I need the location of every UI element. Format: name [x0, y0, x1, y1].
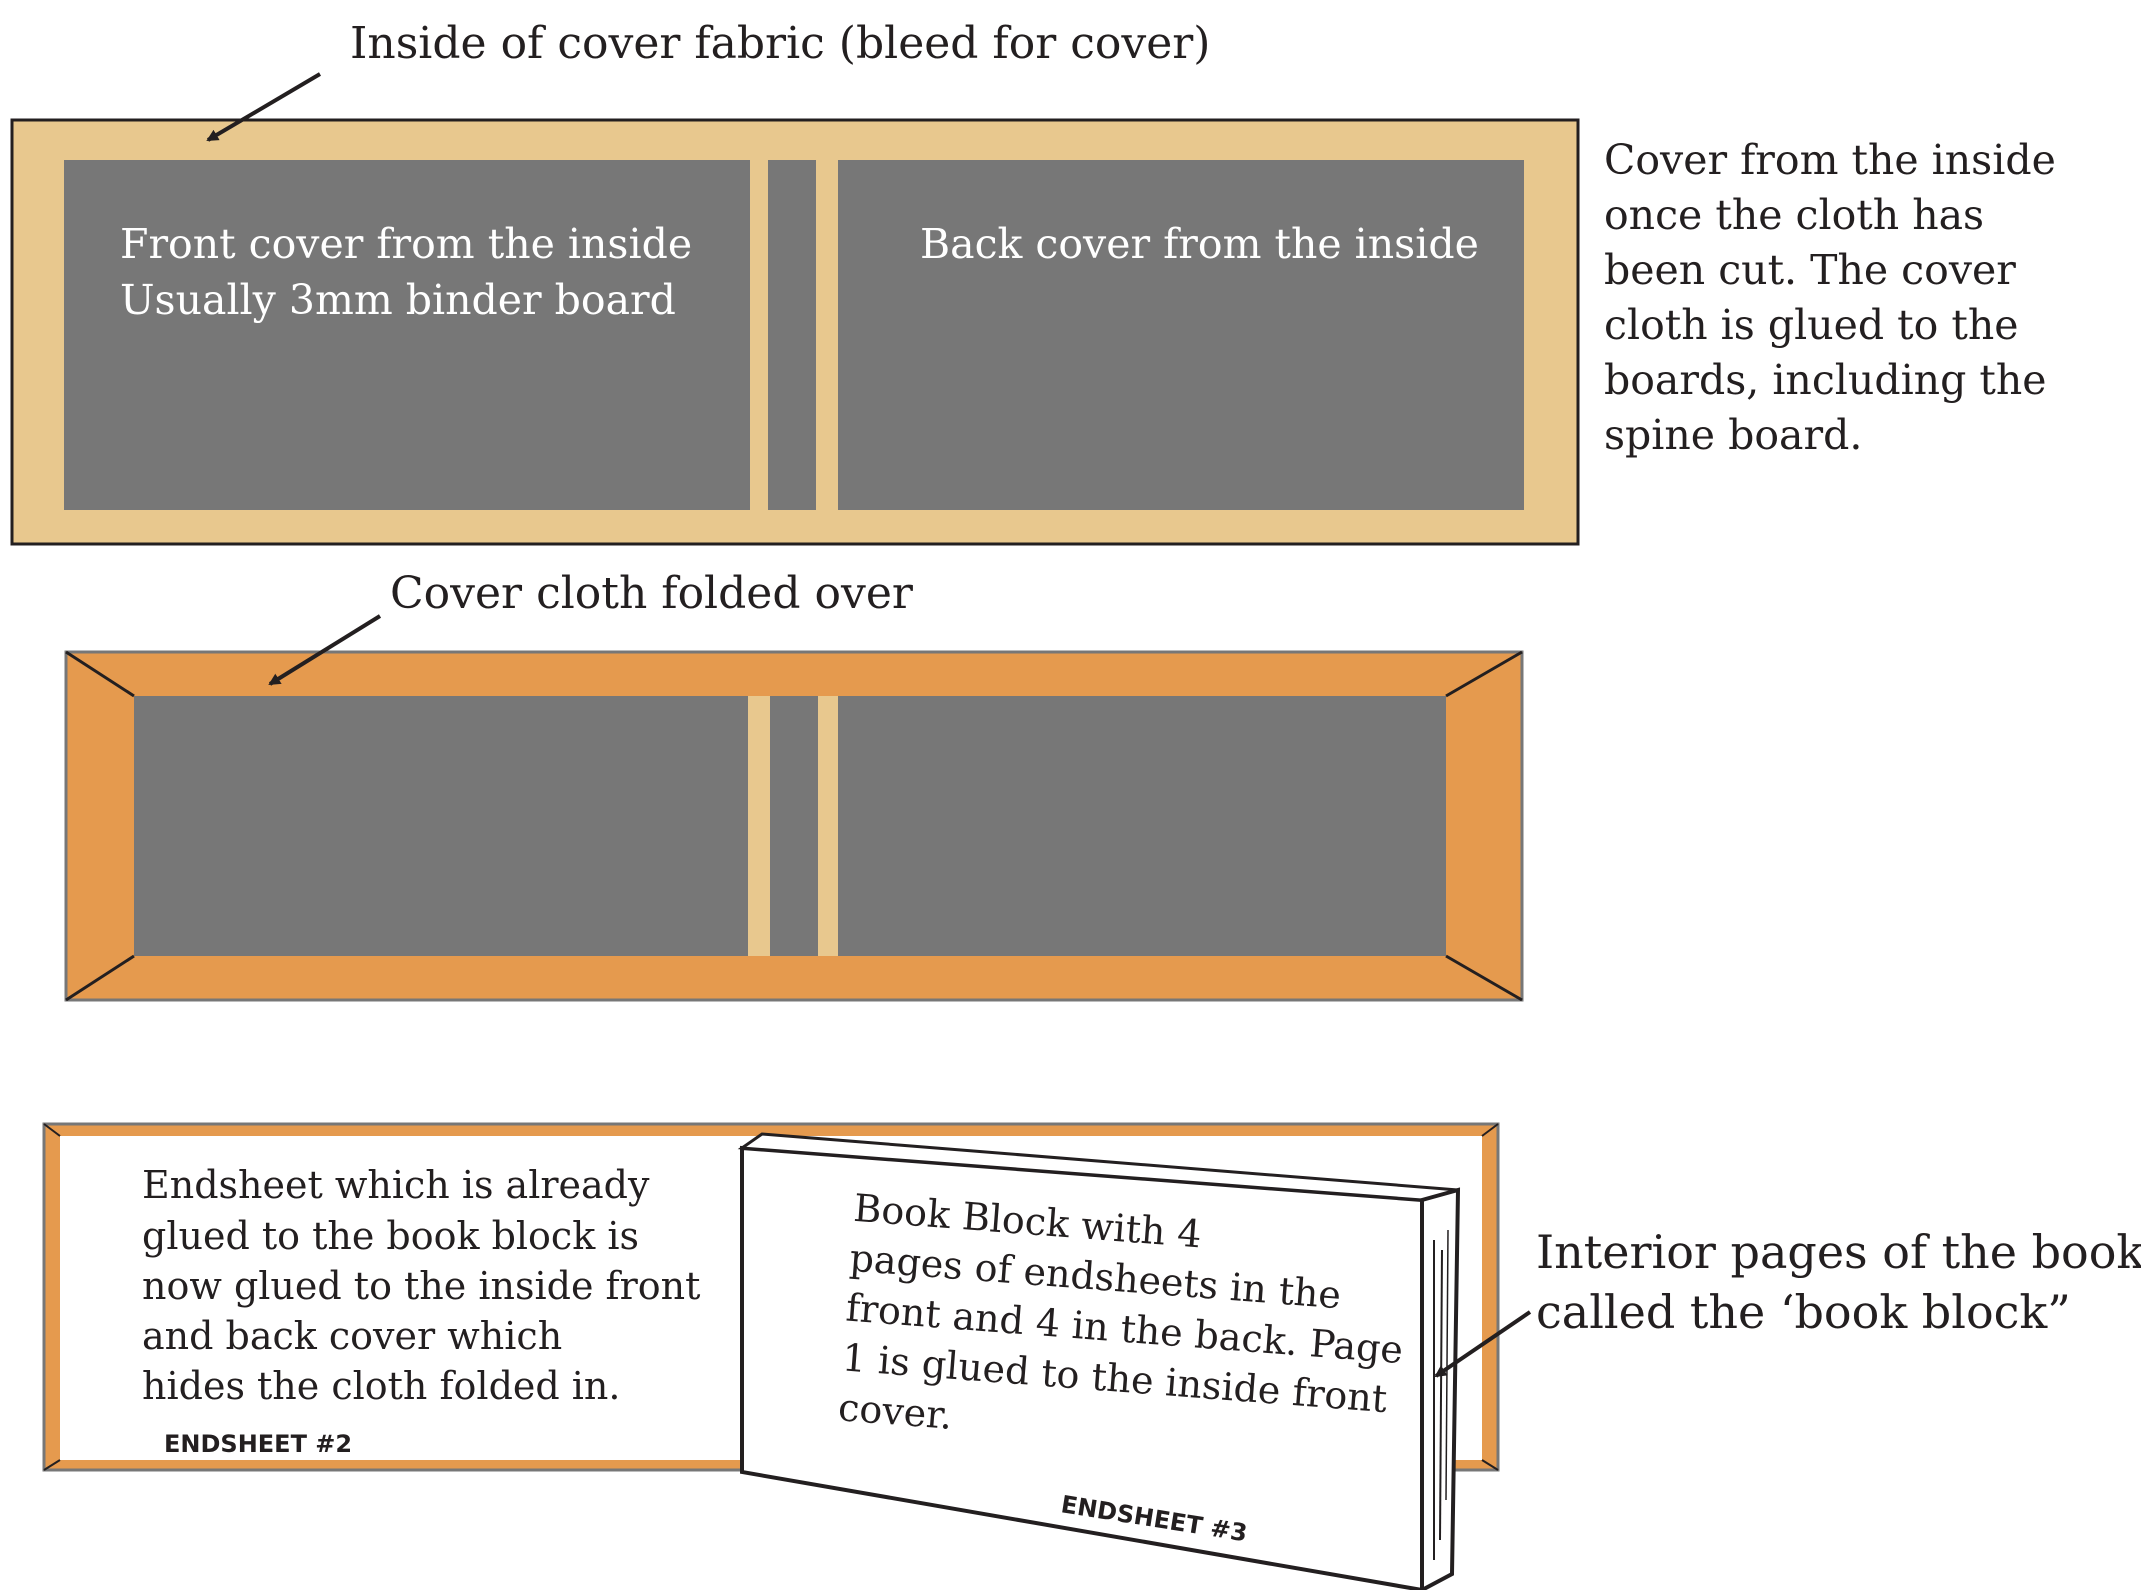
side-note-line: been cut. The cover: [1604, 246, 2016, 294]
interior-callout-line: Interior pages of the book: [1536, 1225, 2141, 1279]
front-cover-label: Front cover from the inside: [120, 220, 692, 268]
side-note: Cover from the inside once the cloth has…: [1604, 136, 2056, 459]
page-edge-line: [1439, 1249, 1443, 1541]
front-board-folded: [134, 696, 748, 956]
mitre-corner: [1445, 954, 1523, 1002]
spine-board-folded: [770, 696, 818, 956]
endsheet-text-line: hides the cloth folded in.: [142, 1364, 621, 1408]
side-note-line: once the cloth has: [1604, 191, 1984, 239]
back-cover-board: [838, 160, 1524, 510]
endsheet-text-line: now glued to the inside front: [142, 1264, 700, 1308]
side-note-line: cloth is glued to the: [1604, 301, 2019, 349]
mitre-corner: [43, 1123, 61, 1137]
side-note-line: spine board.: [1604, 411, 1862, 459]
interior-callout-line: called the ‘book block”: [1536, 1285, 2071, 1339]
panel-cloth-folded: Cover cloth folded over: [64, 568, 1524, 1002]
mitre-corner: [1445, 650, 1523, 698]
page-edge-line: [1445, 1229, 1449, 1501]
arrow-icon: [268, 614, 382, 686]
fabric-callout-label: Inside of cover fabric (bleed for cover): [350, 18, 1210, 69]
interior-callout: Interior pages of the book called the ‘b…: [1536, 1225, 2141, 1339]
endsheet-2-label: ENDSHEET #2: [164, 1430, 352, 1458]
endsheet-text-line: glued to the book block is: [142, 1214, 639, 1258]
endsheet-text-line: Endsheet which is already: [142, 1163, 650, 1207]
panel-book-block: Endsheet which is already glued to the b…: [42, 1122, 2141, 1590]
mitre-corner: [65, 954, 135, 1002]
hinge-gap: [818, 696, 838, 956]
endsheet-description: Endsheet which is already glued to the b…: [142, 1163, 700, 1408]
mitre-corner: [43, 1459, 61, 1471]
panel-cover-fabric: Front cover from the inside Usually 3mm …: [10, 18, 2056, 546]
book-block-description: Book Block with 4 pages of endsheets in …: [837, 1186, 1405, 1438]
book-block-text-line: cover.: [837, 1385, 954, 1438]
front-cover-board: [64, 160, 750, 510]
arrow-icon: [1434, 1310, 1532, 1378]
book-block: Book Block with 4 pages of endsheets in …: [737, 1132, 1461, 1590]
side-note-line: Cover from the inside: [1604, 136, 2056, 184]
side-note-line: boards, including the: [1604, 356, 2047, 404]
mitre-corner: [1481, 1459, 1499, 1471]
front-cover-sublabel: Usually 3mm binder board: [120, 276, 676, 324]
back-cover-label: Back cover from the inside: [920, 220, 1479, 268]
mitre-corner: [1481, 1123, 1499, 1137]
hinge-gap: [748, 696, 770, 956]
arrow-icon: [206, 72, 322, 142]
book-block-spine-edge: [1420, 1187, 1461, 1590]
back-board-folded: [838, 696, 1446, 956]
endsheet-text-line: and back cover which: [142, 1314, 562, 1358]
mitre-corner: [65, 650, 135, 698]
folded-callout-label: Cover cloth folded over: [390, 568, 914, 619]
spine-board: [768, 160, 816, 510]
